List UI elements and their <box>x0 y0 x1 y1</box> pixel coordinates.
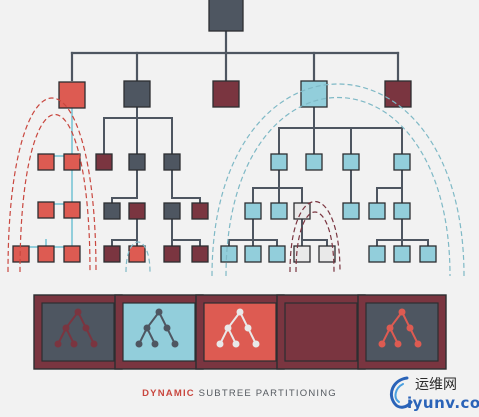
legend-tree-dot <box>135 340 143 348</box>
tree-node <box>270 153 288 171</box>
watermark-url-text: iyunv.com <box>407 394 479 412</box>
legend-tree-dot <box>163 324 171 332</box>
legend-tree-dot <box>171 340 179 348</box>
tree-node <box>300 80 328 108</box>
tree-node <box>103 202 121 220</box>
legend-tree-dot <box>151 340 159 348</box>
tree-node <box>318 245 336 263</box>
legend-tree-dot <box>386 324 394 332</box>
legend-tree-dot <box>54 340 62 348</box>
legend-tree-dot <box>90 340 98 348</box>
tree-node <box>163 245 181 263</box>
tree-node <box>37 245 55 263</box>
tree-node <box>37 201 55 219</box>
partition-arc <box>19 114 91 273</box>
tree-node <box>128 153 146 171</box>
partition-arc <box>295 211 335 273</box>
tree-node <box>244 245 262 263</box>
tree-node <box>293 202 311 220</box>
tree-node <box>293 245 311 263</box>
tree-node <box>63 245 81 263</box>
legend-tree-dot <box>398 308 406 316</box>
tree-node <box>191 245 209 263</box>
legend-tree-dot <box>224 324 232 332</box>
tree-node <box>191 202 209 220</box>
tree-node <box>305 153 323 171</box>
tree-node <box>12 245 30 263</box>
diagram-caption: DYNAMIC SUBTREE PARTITIONING <box>0 388 479 399</box>
legend-panel <box>284 302 358 362</box>
tree-node <box>63 201 81 219</box>
legend-tree-dot <box>70 340 78 348</box>
watermark-swirl-icon <box>390 376 413 409</box>
tree-node <box>95 153 113 171</box>
legend-tree-dot <box>414 340 422 348</box>
tree-node <box>123 80 151 108</box>
legend-tree-dot <box>378 340 386 348</box>
legend-tree-dot <box>236 308 244 316</box>
watermark-chinese-text: 运维网 <box>415 377 457 393</box>
tree-node <box>208 0 244 32</box>
tree-node <box>342 153 360 171</box>
partition-arc <box>289 200 341 273</box>
legend-tree-dot <box>155 308 163 316</box>
partition-arc <box>225 97 451 277</box>
tree-node <box>393 153 411 171</box>
tree-node <box>212 80 240 108</box>
tree-node <box>58 81 86 109</box>
legend-tree-dot <box>216 340 224 348</box>
tree-node <box>163 202 181 220</box>
tree-node <box>128 245 146 263</box>
legend-tree-dot <box>62 324 70 332</box>
tree-node <box>342 202 360 220</box>
tree-node <box>368 245 386 263</box>
caption-rest: SUBTREE PARTITIONING <box>194 388 337 399</box>
legend-tree-dot <box>82 324 90 332</box>
tree-node <box>393 245 411 263</box>
partition-arc <box>125 241 151 273</box>
tree-node <box>103 245 121 263</box>
tree-node <box>270 202 288 220</box>
partition-arc <box>7 97 97 273</box>
legend-tree-dot <box>394 340 402 348</box>
tree-node <box>384 80 412 108</box>
watermark-logo: 运维网 iyunv.com <box>385 370 479 417</box>
tree-node <box>37 153 55 171</box>
tree-node <box>63 153 81 171</box>
tree-node <box>368 202 386 220</box>
caption-highlight: DYNAMIC <box>142 388 195 399</box>
legend-tree-dot <box>232 340 240 348</box>
tree-node <box>220 245 238 263</box>
tree-node <box>393 202 411 220</box>
tree-node <box>128 202 146 220</box>
legend-tree-dot <box>252 340 260 348</box>
legend-tree-dot <box>143 324 151 332</box>
tree-node <box>163 153 181 171</box>
tree-node <box>268 245 286 263</box>
legend-tree-dot <box>74 308 82 316</box>
legend-tree-dot <box>244 324 252 332</box>
tree-node <box>419 245 437 263</box>
tree-node <box>244 202 262 220</box>
legend-tree-dot <box>406 324 414 332</box>
